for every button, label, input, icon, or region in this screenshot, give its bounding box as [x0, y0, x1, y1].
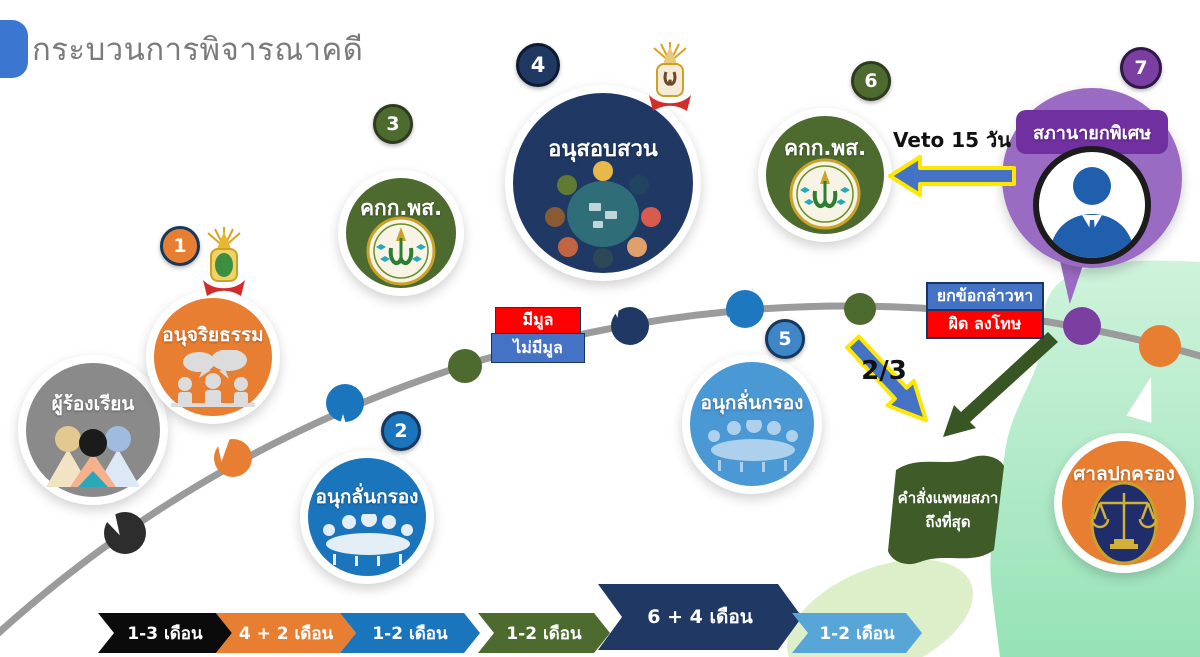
scales-of-justice-icon — [1090, 481, 1158, 565]
medical-council-crest-icon — [649, 42, 691, 111]
label-dismiss-charge: ยกข้อกล่าวหา — [926, 282, 1044, 311]
meeting-table-icon — [708, 420, 798, 472]
step-badge-7: 7 — [1120, 47, 1162, 89]
label-no-grounds: ไม่มีมูล — [491, 333, 585, 363]
medical-council-seal-icon — [366, 216, 436, 286]
special-president-portrait — [1033, 146, 1151, 264]
bubble-step-3-label: คกก.พส. — [359, 196, 443, 220]
final-order-arrow-icon — [943, 332, 1058, 437]
label-veto: Veto 15 วัน — [893, 128, 1011, 152]
timeline-chevron-3: 1-2 เดือน — [340, 613, 480, 653]
step-badge-6: 6 — [851, 61, 891, 101]
timeline-label-4: 1-2 เดือน — [506, 623, 582, 644]
medical-council-seal-icon — [789, 158, 861, 230]
bubble-step-5-label: อนุกลั่นกรอง — [700, 392, 804, 414]
label-guilty-punish: ผิด ลงโทษ — [926, 309, 1044, 339]
label-two-thirds: 2/3 — [861, 356, 907, 386]
timeline-label-3: 1-2 เดือน — [372, 623, 448, 644]
people-group-icon — [46, 426, 140, 487]
timeline-chevron-5: 6 + 4 เดือน — [598, 584, 802, 650]
node-step-2 — [326, 384, 364, 422]
bubble-admin-court: ศาลปกครอง — [1054, 433, 1194, 573]
label-has-grounds: มีมูล — [495, 307, 581, 334]
bubble-step-1: อนุจริยธรรม — [146, 290, 280, 424]
node-step-1 — [214, 439, 252, 477]
timeline-chevron-6: 1-2 เดือน — [792, 613, 922, 653]
node-step-3 — [448, 349, 482, 383]
node-step-7 — [1063, 307, 1101, 345]
meeting-table-icon — [323, 514, 413, 566]
bubble-complainant: ผู้ร้องเรียน — [18, 355, 168, 505]
step-badge-1: 1 — [160, 226, 200, 266]
bubble-step-3: คกก.พส. — [338, 170, 464, 296]
bubble-step-2: อนุกลั่นกรอง — [300, 450, 434, 584]
timeline-label-5: 6 + 4 เดือน — [647, 606, 753, 628]
timeline-label-2: 4 + 2 เดือน — [238, 623, 334, 644]
final-order-flag-text: คำสั่งแพทยสภา ถึงที่สุด — [892, 486, 1004, 534]
tail-step-5 — [716, 316, 742, 360]
bubble-step-6-label: คกก.พส. — [783, 136, 867, 160]
step-badge-2: 2 — [381, 411, 421, 451]
timeline-label-6: 1-2 เดือน — [819, 623, 895, 644]
royal-crest-icon — [203, 227, 245, 296]
page-title: กระบวนการพิจารณาคดี — [32, 32, 364, 68]
ethics-meeting-icon — [171, 350, 255, 407]
timeline-chevron-1: 1-3 เดือน — [98, 613, 232, 653]
two-thirds-arrow-icon — [845, 334, 928, 423]
businessman-icon — [1049, 167, 1135, 258]
round-table-meeting-icon — [545, 161, 661, 268]
flag-line-2: ถึงที่สุด — [925, 513, 971, 531]
bubble-step-6: คกก.พส. — [758, 108, 892, 242]
bubble-complainant-label: ผู้ร้องเรียน — [51, 393, 135, 415]
timeline-label-1: 1-3 เดือน — [127, 623, 203, 644]
flag-line-1: คำสั่งแพทยสภา — [897, 489, 999, 507]
title-accent-pill — [0, 20, 28, 78]
bubble-admin-court-label: ศาลปกครอง — [1073, 463, 1175, 485]
bubble-step-7: สภานายกพิเศษ — [1002, 88, 1182, 268]
node-step-6 — [844, 293, 876, 325]
final-order-flag — [888, 455, 1004, 565]
bubble-step-4: อนุสอบสวน — [505, 85, 701, 281]
bubble-step-1-label: อนุจริยธรรม — [162, 324, 264, 346]
node-step-4 — [611, 307, 649, 345]
step-badge-5: 5 — [765, 319, 805, 359]
bubble-step-7-band: สภานายกพิเศษ — [1016, 110, 1168, 154]
timeline-chevron-2: 4 + 2 เดือน — [216, 613, 356, 653]
timeline-chevron-4: 1-2 เดือน — [478, 613, 610, 653]
bubble-step-5: อนุกลั่นกรอง — [682, 354, 822, 494]
bubble-step-7-label: สภานายกพิเศษ — [1032, 122, 1152, 144]
node-complainant — [104, 512, 146, 554]
step-badge-3: 3 — [373, 104, 413, 144]
node-admin-court — [1139, 325, 1181, 367]
bubble-step-2-label: อนุกลั่นกรอง — [315, 486, 419, 508]
veto-arrow-icon — [888, 155, 1016, 197]
step-badge-4: 4 — [516, 43, 560, 87]
bubble-step-4-label: อนุสอบสวน — [548, 137, 658, 162]
